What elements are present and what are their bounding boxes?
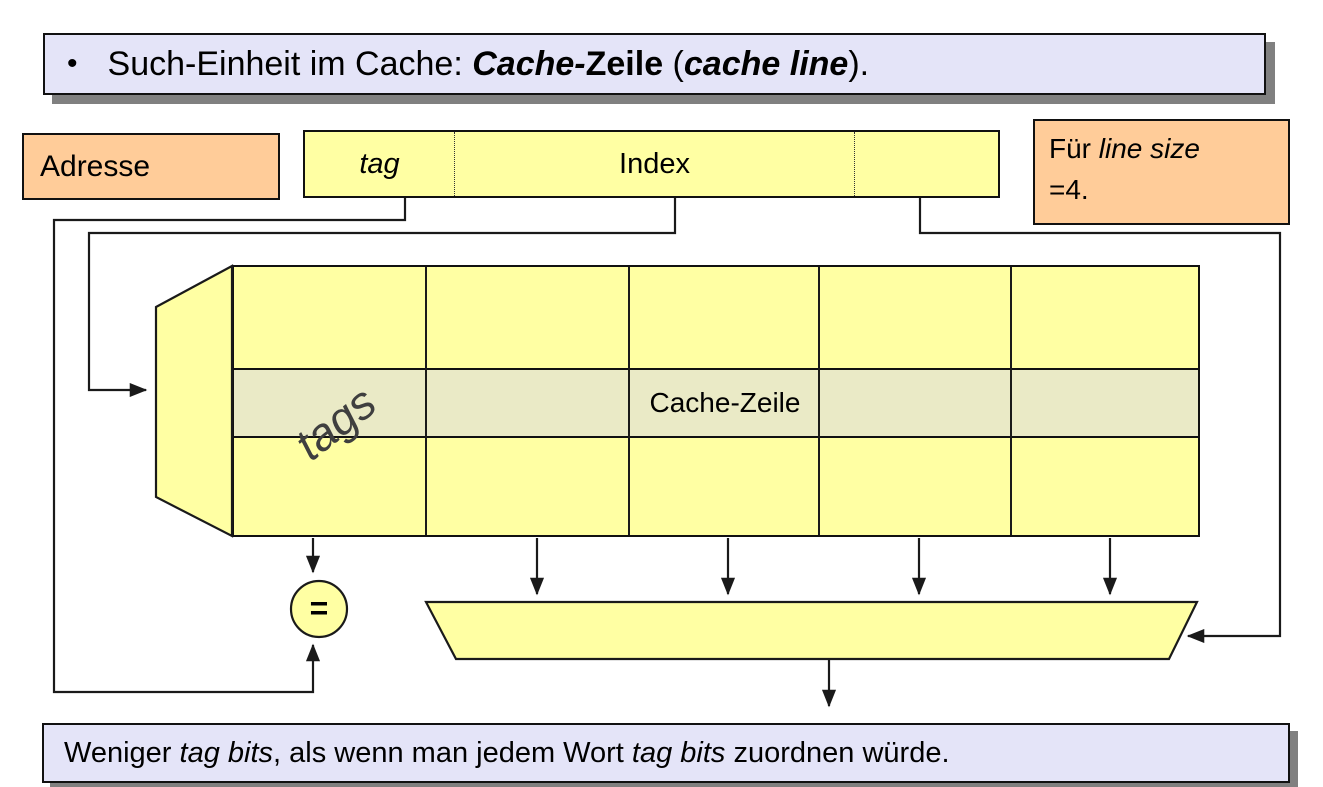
comparator-symbol: = — [309, 589, 329, 626]
row-decoder-shape — [154, 264, 234, 538]
array-column-divider-3 — [818, 267, 820, 535]
address-segment-offset — [854, 132, 998, 196]
note-line-2: =4. — [1049, 173, 1089, 205]
array-column-divider-4 — [1010, 267, 1012, 535]
mux-shape — [424, 600, 1199, 661]
top-banner-suffix: ). — [848, 44, 870, 83]
bottom-banner-middle: , als wenn man jedem Wort — [273, 736, 632, 769]
note-line1-prefix: Für — [1049, 133, 1099, 164]
line-size-note-box: Für line size =4. — [1033, 119, 1290, 225]
address-bar: tag Index — [303, 130, 1000, 198]
top-banner-emph-cacheline: cache line — [683, 44, 849, 83]
tag-field-label: tag — [359, 147, 400, 180]
address-segment-index: Index — [454, 132, 854, 196]
address-segment-tag: tag — [305, 132, 454, 196]
index-field-label: Index — [619, 147, 690, 180]
array-column-divider-2 — [628, 267, 630, 535]
bottom-banner-prefix: Weniger — [64, 736, 180, 769]
cache-line-label: Cache-Zeile — [649, 387, 801, 418]
address-label: Adresse — [40, 149, 151, 183]
bottom-banner-italic-1: tag bits — [179, 736, 274, 769]
top-banner-prefix: Such-Einheit im Cache: — [107, 44, 473, 83]
note-line1-italic: line size — [1098, 133, 1200, 164]
top-banner: • Such-Einheit im Cache: Cache- Zeile ( … — [43, 33, 1266, 95]
top-banner-paren: ( — [663, 44, 684, 83]
note-line-1: Für line size — [1049, 129, 1288, 170]
bottom-banner-suffix: zuordnen würde. — [725, 736, 950, 769]
address-label-box: Adresse — [22, 133, 280, 200]
bottom-banner: Weniger tag bits , als wenn man jedem Wo… — [42, 723, 1290, 783]
bullet-glyph: • — [67, 47, 78, 80]
top-banner-emph-cache: Cache- — [472, 44, 586, 83]
array-column-divider-1 — [425, 267, 427, 535]
bottom-banner-italic-2: tag bits — [631, 736, 726, 769]
top-banner-emph-zeile: Zeile — [585, 44, 664, 83]
